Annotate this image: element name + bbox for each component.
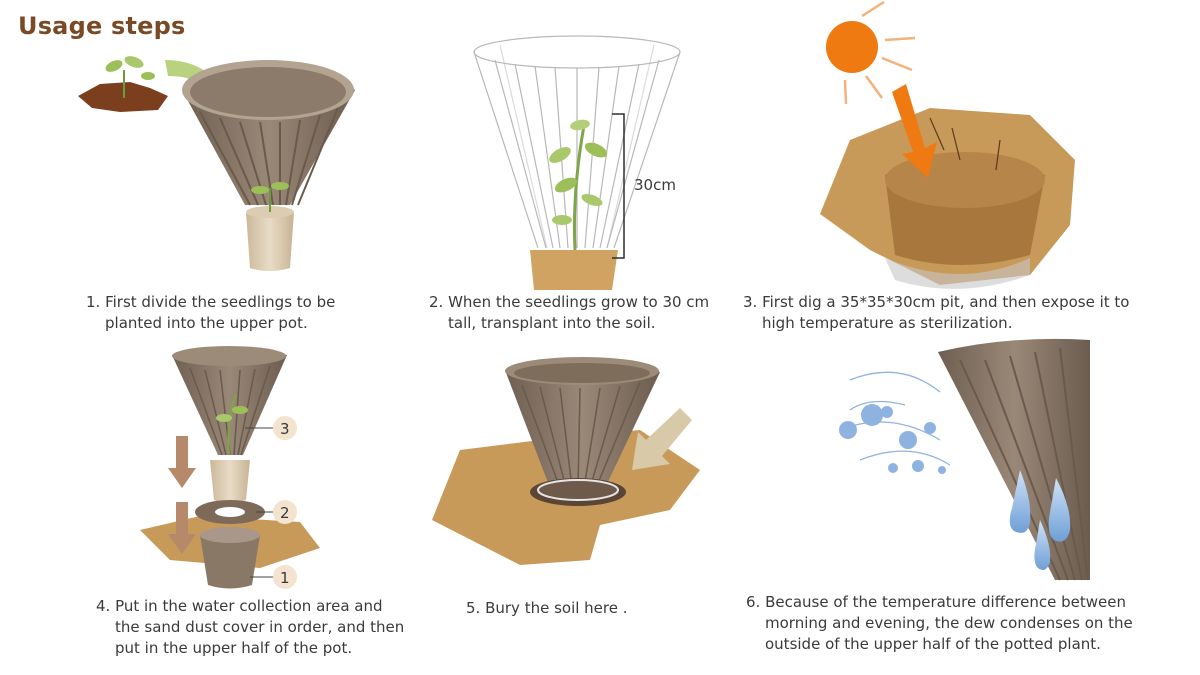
pot-closeup (938, 338, 1090, 580)
step-3-line-1: 3. First dig a 35*35*30cm pit, and then … (743, 293, 1130, 311)
step-6-line-1: 6. Because of the temperature difference… (746, 593, 1126, 611)
step-6-line-2: morning and evening, the dew condenses o… (765, 614, 1133, 632)
step-2-caption: 2. When the seedlings grow to 30 cm tall… (429, 292, 709, 334)
step4-illustration: 3 2 1 (140, 346, 320, 589)
sun-rays (843, 0, 916, 105)
step3-illustration (820, 0, 1075, 289)
plant-icon (549, 119, 608, 251)
step-3-line-2: high temperature as sterilization. (762, 314, 1013, 332)
upper-pot-exploded (172, 346, 287, 503)
step2-illustration: 30cm (473, 35, 681, 290)
step-2-line-2: tall, transplant into the soil. (448, 314, 656, 332)
step1-illustration (78, 56, 355, 271)
part-callouts (245, 427, 273, 578)
step-6-caption: 6. Because of the temperature difference… (746, 592, 1133, 655)
water-collector (200, 535, 260, 589)
planter-base (530, 250, 618, 290)
step-6-line-3: outside of the upper half of the potted … (765, 635, 1101, 653)
dew-drops-icon (1009, 470, 1071, 570)
buried-pot (505, 360, 660, 488)
sun-icon (826, 21, 878, 73)
ring-cover (195, 500, 265, 524)
step5-illustration (432, 357, 700, 565)
step-1-line-1: 1. First divide the seedlings to be (86, 293, 336, 311)
upper-pot (182, 60, 355, 271)
height-label: 30cm (634, 176, 676, 194)
step-5-caption: 5. Bury the soil here . (466, 598, 628, 619)
wind-lines (839, 371, 951, 466)
step-1-line-2: planted into the upper pot. (105, 314, 308, 332)
seedling-icon (105, 56, 155, 98)
page-title: Usage steps (18, 12, 186, 40)
step-2-line-1: 2. When the seedlings grow to 30 cm (429, 293, 710, 311)
step-5-line-1: 5. Bury the soil here . (466, 599, 628, 617)
diagonal-arrow-icon (632, 408, 692, 470)
step-4-caption: 4. Put in the water collection area and … (96, 596, 404, 659)
water-droplet-particles (839, 404, 946, 474)
step-4-line-3: put in the upper half of the pot. (115, 639, 353, 657)
down-arrows-icon (168, 436, 196, 554)
transparent-pot-outline (473, 35, 681, 249)
part-number-1: 1 (280, 569, 290, 587)
step-1-caption: 1. First divide the seedlings to be plan… (86, 292, 335, 334)
part-number-3: 3 (280, 420, 290, 438)
height-bracket (612, 113, 625, 259)
step-4-line-1: 4. Put in the water collection area and (96, 597, 383, 615)
root-plug (246, 212, 294, 271)
step-4-line-2: the sand dust cover in order, and then (115, 618, 405, 636)
down-arrow-icon (892, 84, 937, 178)
step-3-caption: 3. First dig a 35*35*30cm pit, and then … (743, 292, 1129, 334)
part-number-2: 2 (280, 504, 290, 522)
step6-illustration (839, 338, 1090, 581)
